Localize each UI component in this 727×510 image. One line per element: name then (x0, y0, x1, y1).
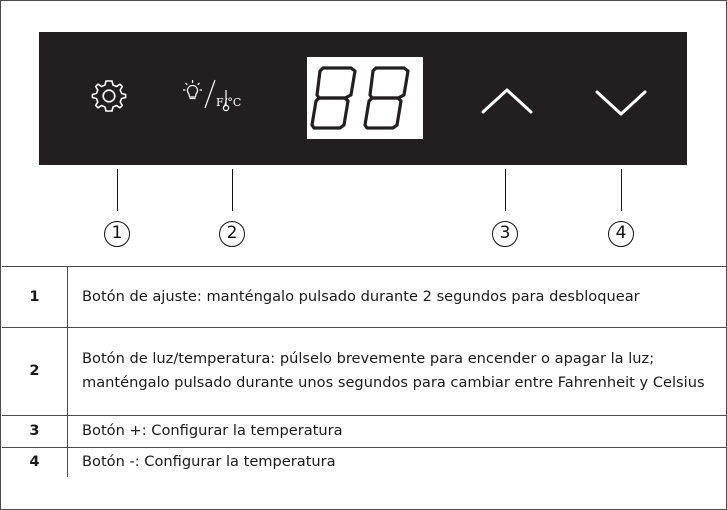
light-temperature-icon[interactable]: F/°C (179, 76, 245, 116)
temp-unit-label: F/°C (216, 96, 241, 109)
control-panel-diagram: F/°C 88 (2, 2, 727, 267)
callout-2: 2 (219, 221, 245, 247)
row-number: 1 (2, 267, 68, 327)
table-row: 3 Botón +: Configurar la temperatura (2, 414, 727, 447)
callout-3: 3 (492, 221, 518, 247)
leader-line-2 (232, 169, 233, 211)
seven-segment-digits (310, 66, 410, 130)
control-panel: F/°C 88 (39, 32, 687, 165)
row-description: Botón -: Configurar la temperatura (67, 446, 727, 477)
row-number: 2 (2, 326, 68, 415)
row-number: 4 (2, 446, 68, 477)
leader-line-1 (117, 169, 118, 211)
row-description: Botón de luz/temperatura: púlselo brevem… (67, 326, 727, 415)
leader-line-3 (505, 169, 506, 211)
row-description: Botón de ajuste: manténgalo pulsado dura… (82, 287, 640, 305)
temperature-display: 88 (307, 57, 423, 139)
callout-1: 1 (104, 221, 130, 247)
button-description-table: 1 Botón de ajuste: manténgalo pulsado du… (2, 267, 727, 477)
callout-4: 4 (608, 221, 634, 247)
table-row: 2 Botón de luz/temperatura: púlselo brev… (2, 326, 727, 415)
row-number: 3 (2, 414, 68, 447)
leader-line-4 (621, 169, 622, 211)
chevron-down-icon[interactable] (593, 88, 649, 118)
row-description: Botón +: Configurar la temperatura (67, 414, 727, 447)
table-row: 1 Botón de ajuste: manténgalo pulsado du… (2, 267, 727, 327)
gear-icon[interactable] (91, 78, 127, 114)
chevron-up-icon[interactable] (479, 86, 535, 116)
table-row: 4 Botón -: Configurar la temperatura (2, 446, 727, 477)
